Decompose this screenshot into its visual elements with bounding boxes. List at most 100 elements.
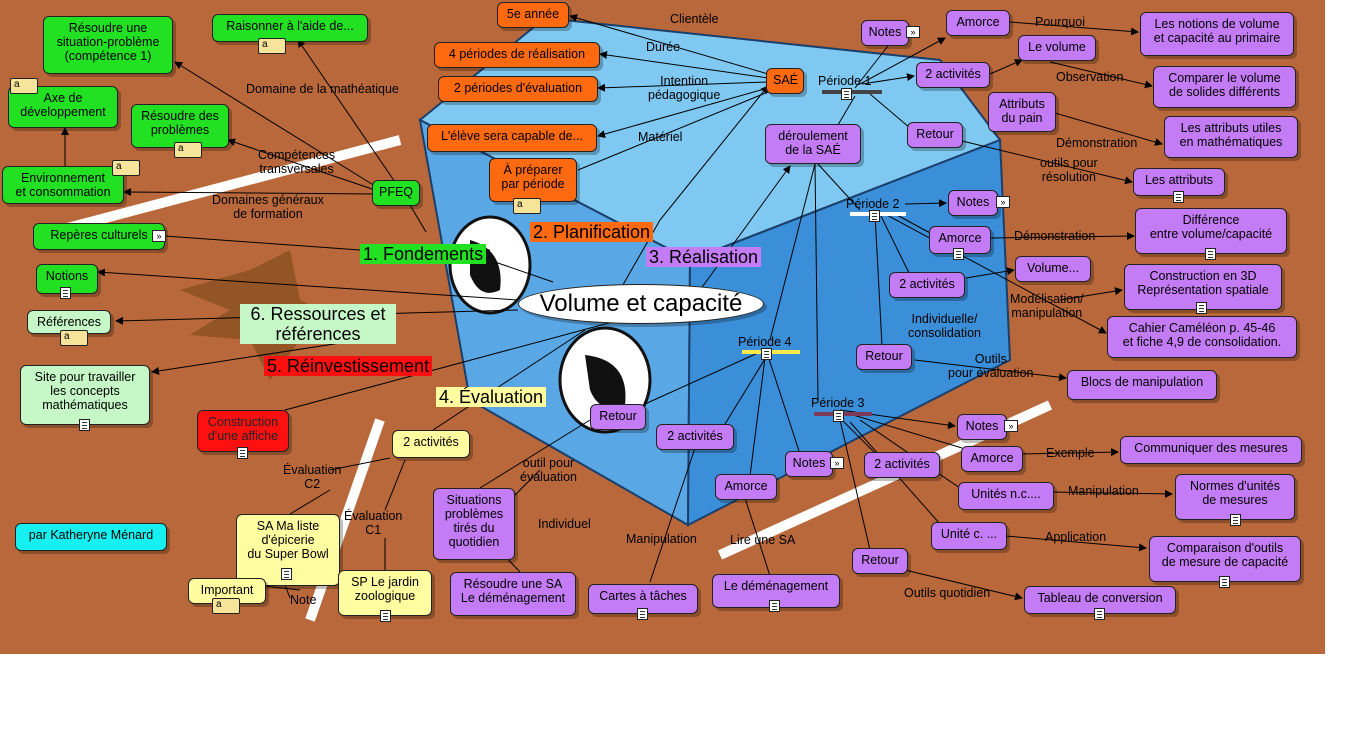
category-planification[interactable]: 2. Planification (530, 222, 654, 242)
node-site[interactable]: Site pour travailler les concepts mathém… (20, 365, 150, 425)
node-sae-label: SAÉ (773, 73, 799, 87)
node-cahier[interactable]: Cahier Caméléon p. 45-46 et fiche 4,9 de… (1107, 316, 1297, 358)
doc-icon-site[interactable] (79, 419, 90, 431)
node-raisonner[interactable]: Raisonner à l'aide de... (212, 14, 368, 42)
node-volume-dots[interactable]: Volume... (1015, 256, 1091, 282)
node-resoudre-situation[interactable]: Résoudre une situation-problème (compéte… (43, 16, 173, 74)
node-references-label: Références (37, 315, 101, 329)
node-environnement-label: Environnement et consommation (15, 171, 111, 199)
central-concept[interactable]: Volume et capacité (518, 284, 764, 324)
node-deroulement[interactable]: déroulement de la SAÉ (765, 124, 861, 164)
note-icon-environnement[interactable] (112, 160, 140, 176)
link-arrow-icon-p1-notes[interactable]: » (906, 26, 920, 38)
node-resoudre-sa-label: Résoudre une SA Le déménagement (460, 577, 566, 605)
node-p1-activites[interactable]: 2 activités (916, 62, 990, 88)
doc-icon-periode-2[interactable] (869, 210, 880, 222)
node-p4-notes[interactable]: Notes (785, 451, 833, 477)
doc-icon-periode-4[interactable] (761, 348, 772, 360)
node-eleve-capable[interactable]: L'élève sera capable de... (427, 124, 597, 152)
node-preparer[interactable]: À préparer par période (489, 158, 577, 202)
doc-icon-affiche[interactable] (237, 447, 248, 459)
node-p4-amorce[interactable]: Amorce (715, 474, 777, 500)
node-p2-notes[interactable]: Notes (948, 190, 998, 216)
node-p2-notes-label: Notes (956, 195, 990, 209)
node-p4-activites[interactable]: 2 activités (656, 424, 734, 450)
node-p2-activites[interactable]: 2 activités (889, 272, 965, 298)
node-annee[interactable]: 5e année (497, 2, 569, 28)
note-icon-resoudre-problemes[interactable] (174, 142, 202, 158)
category-fondements[interactable]: 1. Fondements (360, 244, 487, 264)
link-arrow-icon-p2-notes[interactable]: » (996, 196, 1010, 208)
category-ressources[interactable]: 6. Ressources et références (240, 304, 396, 344)
category-reinvestissement[interactable]: 5. Réinvestissement (264, 356, 433, 376)
link-arrow-icon-p3-notes[interactable]: » (1004, 420, 1018, 432)
node-sae[interactable]: SAÉ (766, 68, 804, 94)
doc-icon-periode-1[interactable] (841, 88, 852, 100)
node-communiquer[interactable]: Communiquer des mesures (1120, 436, 1302, 464)
note-icon-raisonner[interactable] (258, 38, 286, 54)
node-le-volume[interactable]: Le volume (1018, 35, 1096, 61)
doc-icon-normes[interactable] (1230, 514, 1241, 526)
doc-icon-notions[interactable] (60, 287, 71, 299)
doc-icon-tableau-conversion[interactable] (1094, 608, 1105, 620)
doc-icon-periode-3[interactable] (833, 410, 844, 422)
node-periodes-realisation[interactable]: 4 périodes de réalisation (434, 42, 600, 68)
note-icon-references[interactable] (60, 330, 88, 346)
category-realisation[interactable]: 3. Réalisation (646, 247, 762, 267)
note-icon-axe[interactable] (10, 78, 38, 94)
category-evaluation[interactable]: 4. Évaluation (436, 387, 547, 407)
node-resoudre-sa[interactable]: Résoudre une SA Le déménagement (450, 572, 576, 616)
label-competences: Compétences transversales (258, 148, 336, 176)
note-icon-preparer[interactable] (513, 198, 541, 214)
node-situations[interactable]: Situations problèmes tirés du quotidien (433, 488, 515, 560)
doc-icon-p2-amorce[interactable] (953, 248, 964, 260)
node-unites-nc[interactable]: Unités n.c.... (958, 482, 1054, 510)
node-p1-retour-label: Retour (916, 127, 954, 141)
node-sp-jardin[interactable]: SP Le jardin zoologique (338, 570, 432, 616)
node-p4-retour[interactable]: Retour (590, 404, 646, 430)
node-p1-notes[interactable]: Notes (861, 20, 909, 46)
doc-icon-construction-3d[interactable] (1196, 302, 1207, 314)
node-p3-notes-label: Notes (965, 419, 999, 433)
doc-icon-sa-liste[interactable] (281, 568, 292, 580)
concept-map-canvas: 1. Fondements 2. Planification 3. Réalis… (0, 0, 1325, 654)
node-periodes-evaluation[interactable]: 2 périodes d'évaluation (438, 76, 598, 102)
node-unite-c[interactable]: Unité c. ... (931, 522, 1007, 550)
periode-1-bar (822, 90, 882, 94)
node-reperes[interactable]: Repères culturels (33, 223, 165, 250)
node-environnement[interactable]: Environnement et consommation (2, 166, 124, 204)
node-p4-amorce-label: Amorce (724, 479, 768, 493)
node-p1-activites-label: 2 activités (925, 67, 981, 81)
node-pfeq[interactable]: PFEQ (372, 180, 420, 206)
node-normes[interactable]: Normes d'unités de mesures (1175, 474, 1295, 520)
node-comparaison-outils[interactable]: Comparaison d'outils de mesure de capaci… (1149, 536, 1301, 582)
node-notions-label: Notions (45, 269, 89, 283)
node-p2-retour[interactable]: Retour (856, 344, 912, 370)
link-arrow-icon-p4-notes[interactable]: » (830, 457, 844, 469)
doc-icon-comparaison-outils[interactable] (1219, 576, 1230, 588)
node-p1-retour[interactable]: Retour (907, 122, 963, 148)
label-domaines-generaux: Domaines généraux de formation (212, 193, 324, 221)
node-p1-amorce[interactable]: Amorce (946, 10, 1010, 36)
node-p3-amorce[interactable]: Amorce (961, 446, 1023, 472)
doc-icon-cartes-taches[interactable] (637, 608, 648, 620)
node-difference[interactable]: Différence entre volume/capacité (1135, 208, 1287, 254)
doc-icon-sp-jardin[interactable] (380, 610, 391, 622)
node-affiche[interactable]: Construction d'une affiche (197, 410, 289, 452)
label-outils-resolution: outils pour résolution (1040, 156, 1098, 184)
node-p3-notes[interactable]: Notes (957, 414, 1007, 440)
node-p3-activites[interactable]: 2 activités (864, 452, 940, 478)
node-p3-retour[interactable]: Retour (852, 548, 908, 574)
node-eval-activites[interactable]: 2 activités (392, 430, 470, 458)
node-attributs-pain[interactable]: Attributs du pain (988, 92, 1056, 132)
doc-icon-demenagement[interactable] (769, 600, 780, 612)
node-notions-primaire[interactable]: Les notions de volume et capacité au pri… (1140, 12, 1294, 56)
node-resoudre-problemes[interactable]: Résoudre des problèmes (131, 104, 229, 148)
doc-icon-les-attributs[interactable] (1173, 191, 1184, 203)
doc-icon-difference[interactable] (1205, 248, 1216, 260)
link-arrow-icon-reperes[interactable]: » (152, 230, 166, 242)
note-icon-important[interactable] (212, 598, 240, 614)
node-attributs-utiles[interactable]: Les attributs utiles en mathématiques (1164, 116, 1298, 158)
node-comparer-volume[interactable]: Comparer le volume de solides différents (1153, 66, 1296, 108)
node-blocs[interactable]: Blocs de manipulation (1067, 370, 1217, 400)
